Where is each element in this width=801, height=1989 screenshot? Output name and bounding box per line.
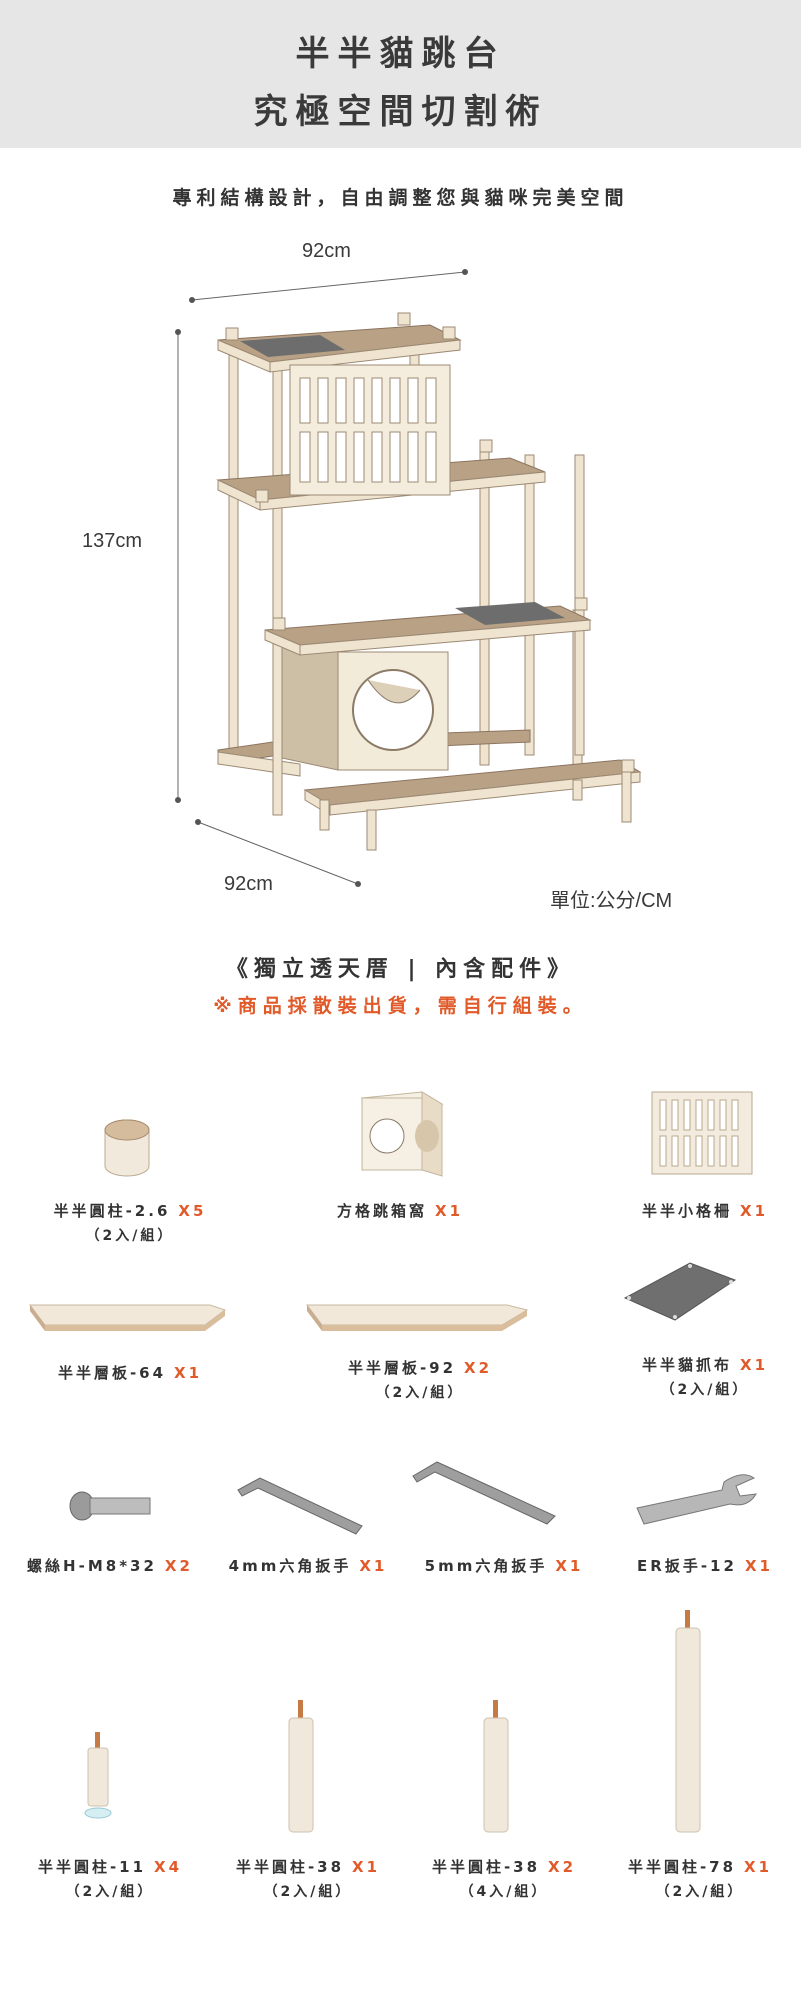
assembly-notice: ※商品採散裝出貨，需自行組裝。: [213, 995, 588, 1017]
unit-note: 單位:公分/CM: [550, 890, 673, 912]
pillar-11-image: [84, 1732, 112, 1819]
header-banner: 半半貓跳台 究極空間切割術: [0, 0, 801, 148]
hex-key-5mm-image: [412, 1461, 556, 1525]
dim-width-label: 92cm: [302, 240, 351, 262]
shelf-64-image: [29, 1304, 227, 1331]
pillar-78-image: [675, 1610, 701, 1833]
cat-tree-illustration: [175, 269, 642, 887]
section-title: 《獨立透天厝 | 內含配件》: [225, 957, 576, 982]
shelf-92-image: [306, 1304, 529, 1331]
small-grille-image: [651, 1091, 753, 1175]
cube-box-image: [360, 1091, 444, 1177]
short-pillar-2-6-image: [104, 1119, 150, 1177]
wrench-image: [636, 1474, 757, 1525]
dim-height-label: 137cm: [82, 530, 143, 552]
page-subtitle-title: 究極空間切割術: [253, 92, 548, 132]
page-title: 半半貓跳台: [295, 34, 506, 74]
scratch-mat-image: [623, 1262, 737, 1321]
dim-depth-label: 92cm: [224, 873, 273, 895]
tagline: 專利結構設計，自由調整您與貓咪完美空間: [172, 187, 629, 209]
screw-image: [69, 1491, 151, 1521]
pillar-38-b-image: [483, 1700, 509, 1833]
hex-key-4mm-image: [237, 1477, 363, 1535]
pillar-38-a-image: [288, 1700, 314, 1833]
